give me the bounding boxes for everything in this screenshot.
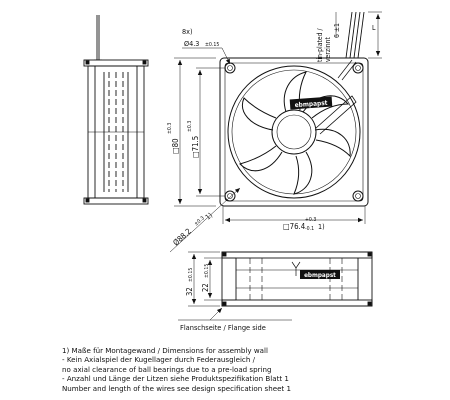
svg-text:ebmpapst: ebmpapst: [304, 272, 336, 279]
svg-text:-0.1: -0.1: [305, 226, 314, 232]
svg-text:□76.4: □76.4: [283, 222, 306, 231]
svg-text:±0.15: ±0.15: [204, 264, 210, 278]
svg-text:±0.3: ±0.3: [187, 121, 193, 132]
svg-text:±0.15: ±0.15: [188, 268, 194, 282]
svg-text:±0.15: ±0.15: [205, 42, 219, 48]
bottom-brand-logo: ebmpapst: [300, 270, 340, 279]
footnote-line: Number and length of the wires see desig…: [62, 383, 291, 393]
svg-text:Ø88.2: Ø88.2: [171, 227, 193, 248]
svg-text:□71.5: □71.5: [191, 136, 200, 158]
svg-text:L: L: [372, 24, 376, 32]
side-view: [83, 15, 149, 205]
svg-text:ebmpapst: ebmpapst: [294, 99, 328, 109]
svg-text:+0.3: +0.3: [305, 217, 316, 223]
wire-note: tin-plated / verzinnt 6 ±1: [316, 23, 341, 62]
svg-text:±0.3: ±0.3: [193, 215, 205, 227]
svg-text:1): 1): [318, 222, 325, 231]
footnote-line: - Anzahl und Länge der Litzen siehe Prod…: [62, 374, 289, 384]
svg-text:tin-plated /: tin-plated /: [316, 28, 324, 62]
front-view: [219, 57, 369, 207]
flange-side-label: Flanschseite / Flange side: [178, 307, 292, 332]
svg-text:□80: □80: [171, 138, 180, 154]
svg-text:6 ±1: 6 ±1: [333, 23, 341, 38]
hole-callout: 8x) Ø4.3 ±0.15: [182, 27, 231, 65]
height-dimensions: [174, 57, 226, 207]
svg-text:32: 32: [185, 287, 194, 296]
bottom-view: [221, 251, 373, 307]
svg-text:verzinnt: verzinnt: [324, 36, 332, 62]
svg-text:1): 1): [204, 211, 214, 221]
svg-text:±0.3: ±0.3: [167, 123, 173, 134]
footnotes: 1) Maße für Montagewand / Dimensions for…: [62, 346, 442, 393]
depth-dimensions: [188, 251, 236, 307]
footnote-line: - Kein Axialspiel der Kugellager durch F…: [62, 355, 255, 365]
diagonal-dimension: [169, 187, 241, 253]
footnote-line: no axial clearance of ball bearings due …: [62, 364, 272, 374]
svg-text:8x): 8x): [182, 27, 192, 36]
footnote-line: 1) Maße für Montagewand / Dimensions for…: [62, 346, 268, 355]
brand-logo: ebmpapst: [289, 96, 333, 110]
svg-text:Ø4.3: Ø4.3: [184, 39, 199, 48]
flange-width-dimension: [222, 206, 366, 224]
svg-text:Flanschseite / Flange side: Flanschseite / Flange side: [180, 323, 266, 332]
svg-text:22: 22: [201, 283, 210, 292]
wires: [335, 11, 382, 59]
